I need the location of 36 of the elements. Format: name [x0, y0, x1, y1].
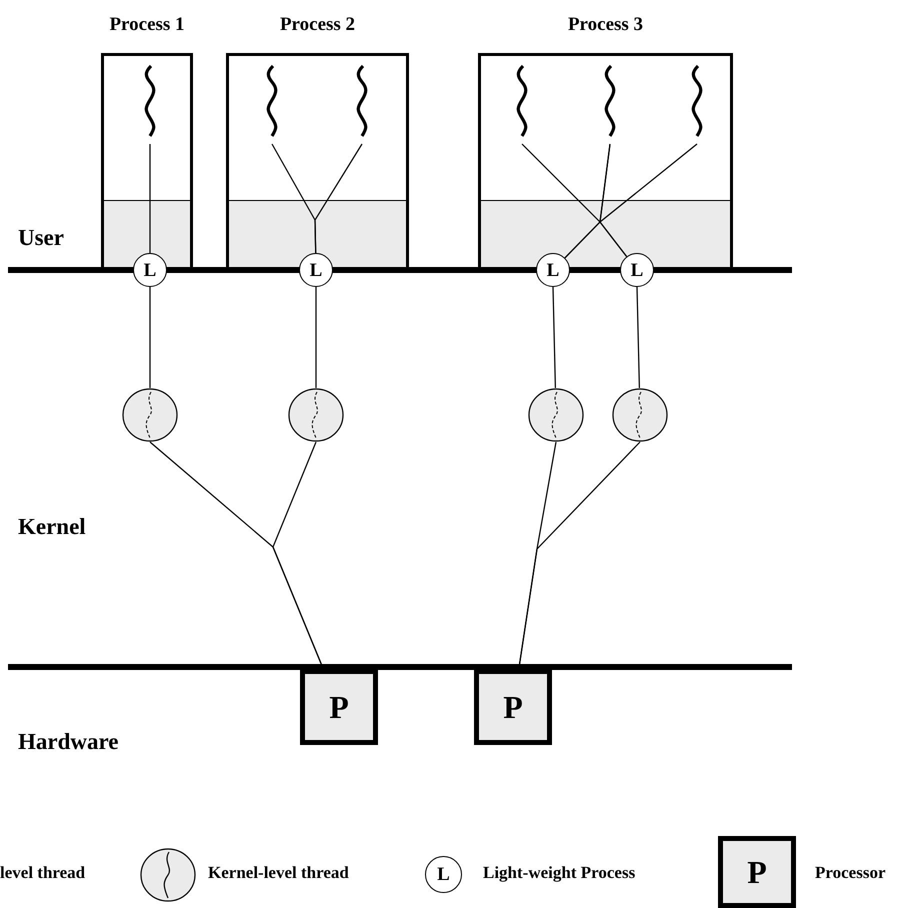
thread-squiggle-icon: [355, 64, 369, 140]
lwp-circle: L: [620, 253, 654, 287]
connector-line: [552, 286, 556, 388]
thread-squiggle-icon: [143, 64, 157, 140]
thread-squiggle-icon: [690, 64, 704, 140]
layer-label: Kernel: [18, 514, 86, 540]
legend-text: Kernel-level thread: [208, 863, 349, 883]
thread-squiggle-icon: [515, 64, 529, 140]
process-label: Process 2: [278, 14, 356, 36]
layer-label: Hardware: [18, 729, 119, 755]
connector-line: [149, 144, 151, 253]
layer-label: User: [18, 225, 64, 251]
kernel-thread-circle: [612, 388, 668, 442]
processor-box: P: [300, 669, 378, 745]
connector-line: [564, 144, 698, 258]
lwp-circle: L: [133, 253, 167, 287]
processor-legend-box: P: [718, 836, 796, 908]
connector-line: [315, 287, 317, 388]
connector-line: [599, 144, 628, 257]
legend-text: Light-weight Process: [483, 863, 636, 883]
connector-line: [314, 144, 363, 254]
connector-line: [636, 286, 640, 388]
process-label: Process 1: [108, 14, 186, 36]
kernel-thread-circle: [288, 388, 344, 442]
process-label: Process 3: [566, 14, 644, 36]
kernel-thread-circle: [122, 388, 178, 442]
thread-squiggle-icon: [265, 64, 279, 140]
lwp-legend-circle: L: [425, 856, 462, 893]
legend-text: Processor: [815, 863, 886, 883]
lwp-circle: L: [299, 253, 333, 287]
kernel-thread-circle: [528, 388, 584, 442]
legend-text: level thread: [0, 863, 86, 883]
lwp-circle: L: [536, 253, 570, 287]
connector-line: [149, 287, 151, 388]
thread-squiggle-icon: [603, 64, 617, 140]
processor-box: P: [474, 669, 552, 745]
